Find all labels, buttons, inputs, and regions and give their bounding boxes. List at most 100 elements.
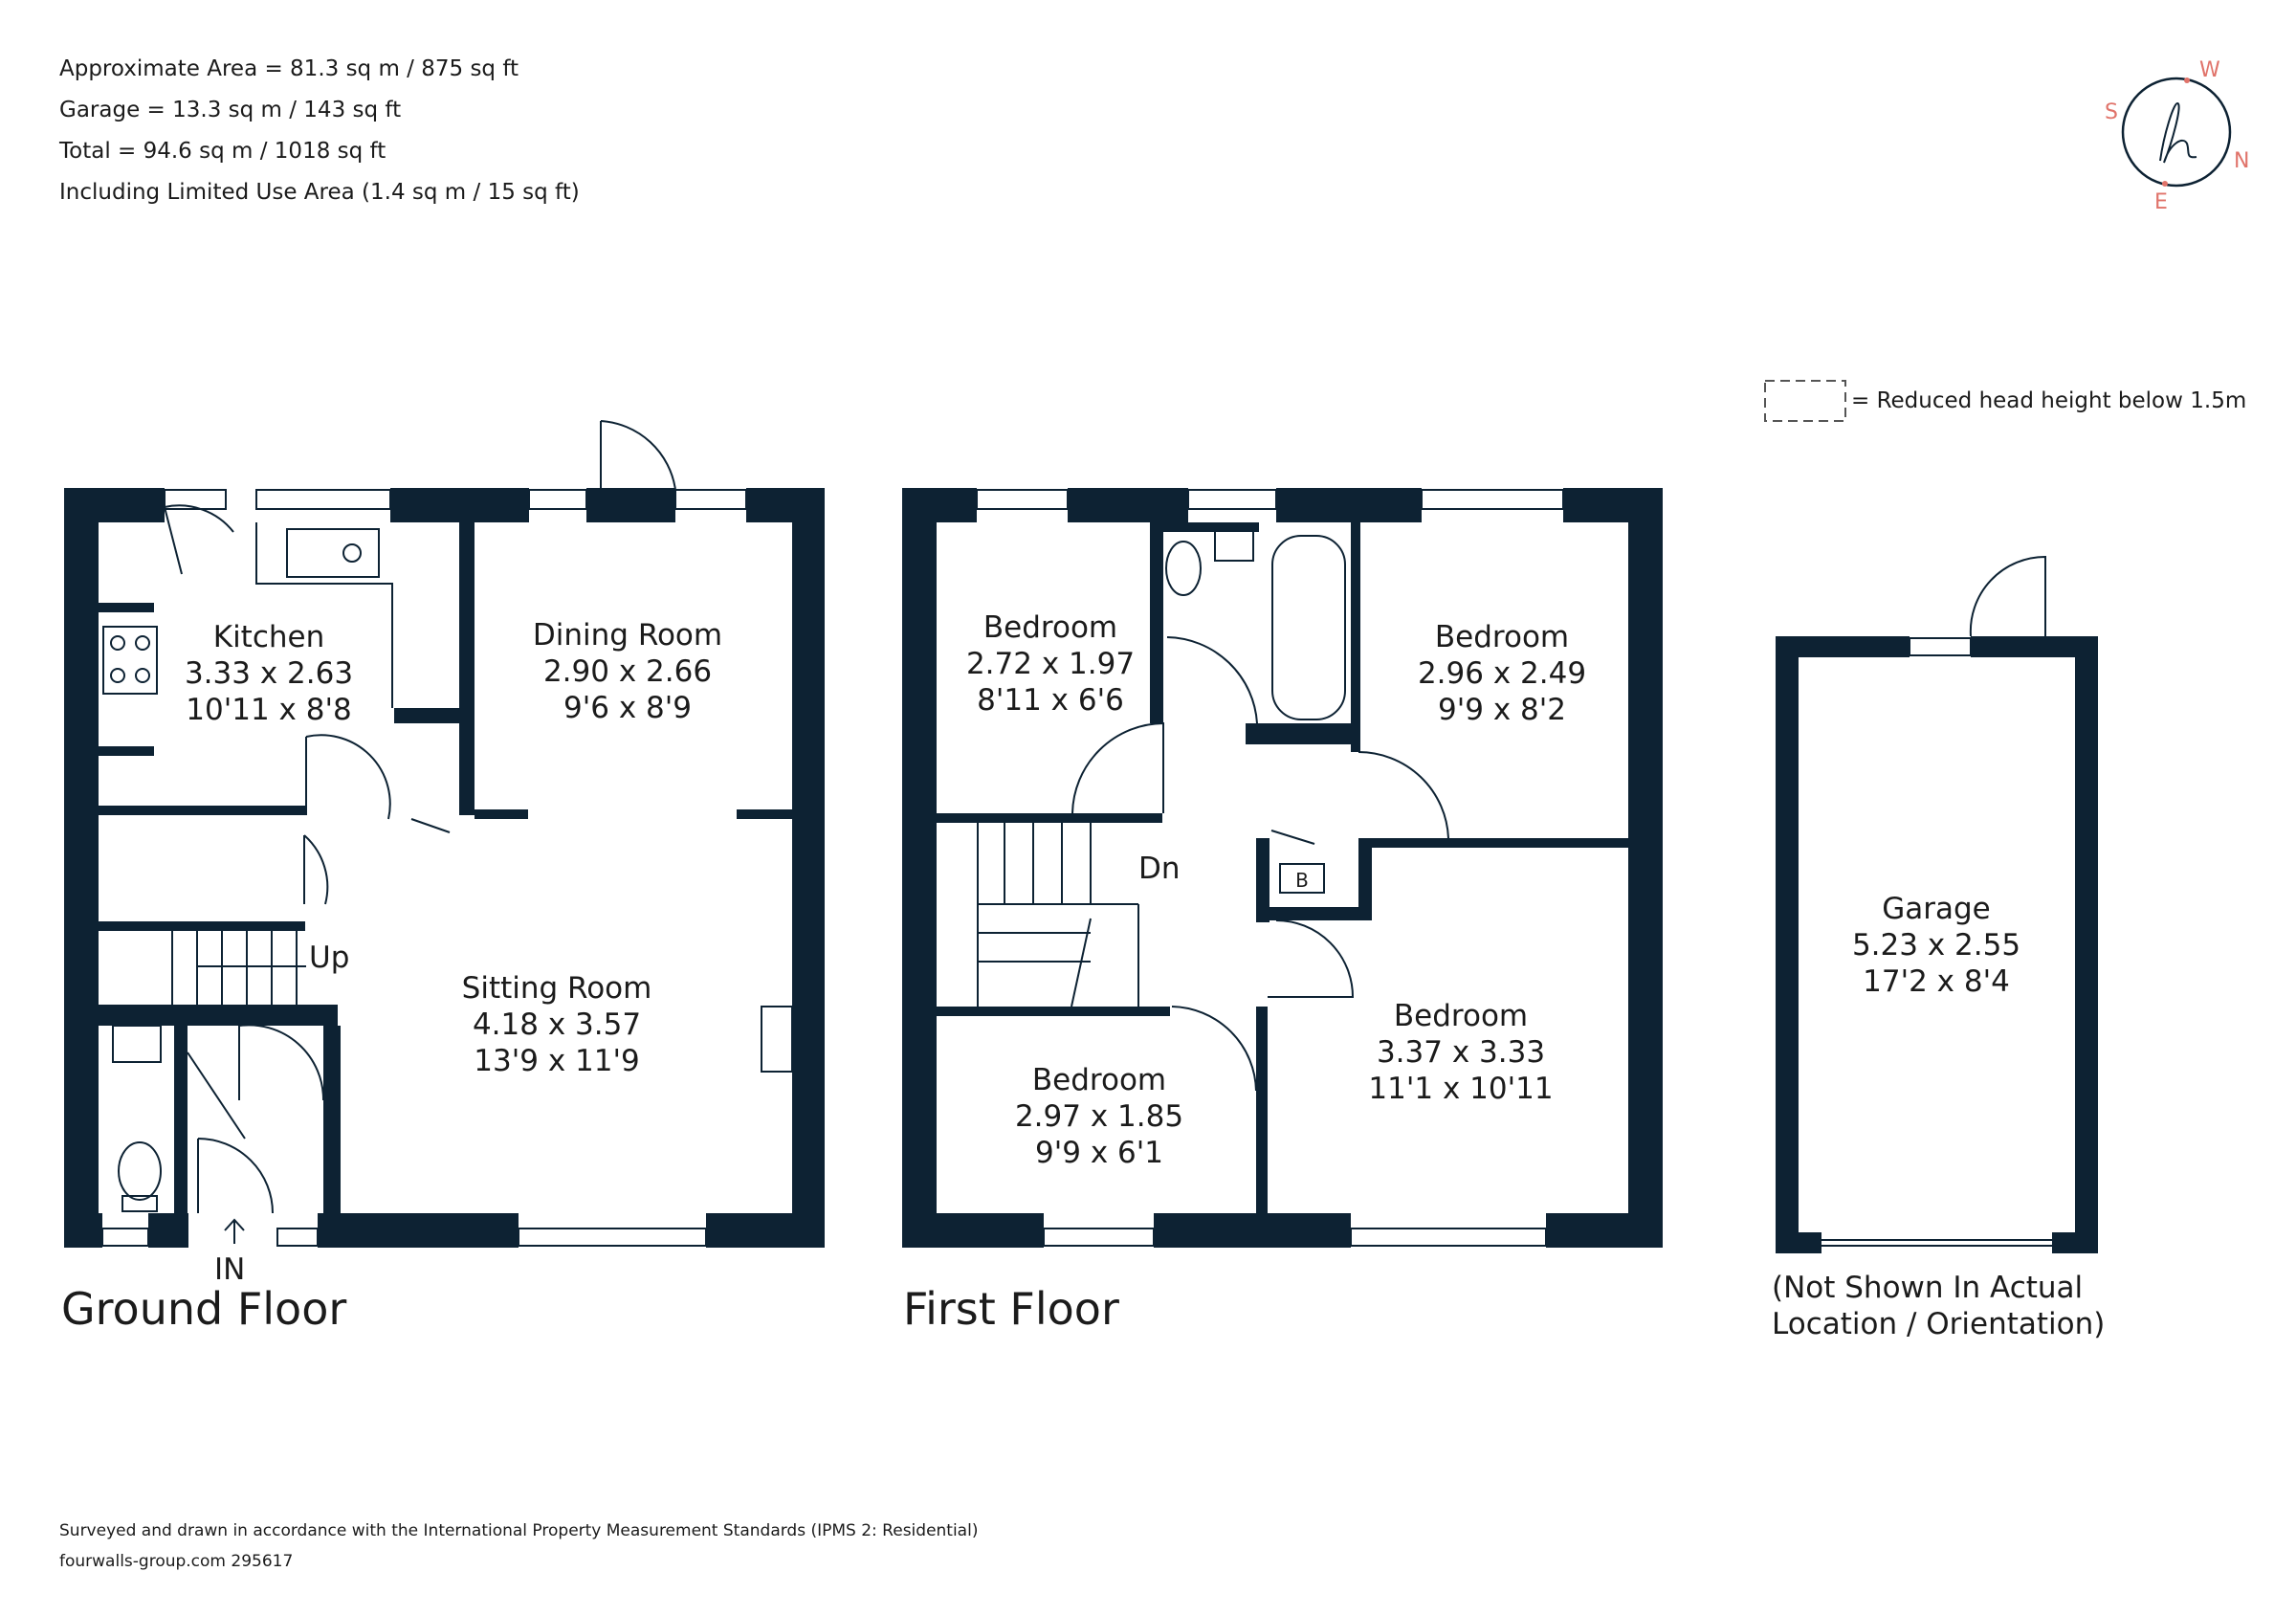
room-imperial: 13'9 x 11'9: [474, 1044, 639, 1078]
kitchen-hob: [102, 626, 158, 695]
ff-window-bed3: [1350, 1228, 1547, 1247]
boiler-box: [1279, 863, 1325, 894]
gf-wall-store-b: [99, 746, 154, 756]
gf-north-wall-b: [390, 488, 529, 522]
room-sitting: Sitting Room 4.18 x 3.57 13'9 x 11'9: [462, 971, 652, 1078]
room-bedroom-3: Bedroom 3.37 x 3.33 11'1 x 10'11: [1368, 999, 1553, 1106]
gf-staircase: [171, 931, 306, 1005]
compass-s-label: S: [2105, 100, 2118, 124]
compass-north-dot: [2184, 77, 2190, 83]
garage-note-line2: Location / Orientation): [1772, 1307, 2105, 1341]
ff-south-wall-c: [1546, 1213, 1663, 1248]
standards-note: Surveyed and drawn in accordance with th…: [59, 1521, 978, 1540]
gf-wall-store-a: [99, 603, 154, 612]
ff-north-wall-c: [1276, 488, 1422, 522]
ff-wall-bed1-east: [1150, 522, 1163, 723]
room-name: Bedroom: [1435, 620, 1569, 654]
garage-east-wall: [2075, 636, 2098, 1253]
compass-w-label: W: [2199, 58, 2220, 82]
bathtub: [1271, 535, 1346, 720]
hob-ring-3: [110, 668, 125, 683]
ff-window-bed2: [1421, 489, 1564, 510]
gf-window-kitchen: [255, 489, 391, 510]
gf-window-hall: [276, 1228, 319, 1247]
compass-e-label: E: [2154, 190, 2168, 214]
gf-south-wall-d: [706, 1213, 825, 1248]
gf-door-store-top: [164, 504, 234, 575]
ff-window-bath: [1187, 489, 1277, 510]
gf-door-cupboard: [410, 818, 451, 833]
room-bedroom-1: Bedroom 2.72 x 1.97 8'11 x 6'6: [966, 610, 1135, 718]
gf-window-dining-a: [528, 489, 587, 510]
ff-staircase: [977, 823, 1139, 1007]
gf-wall-stair-north: [99, 921, 305, 931]
hob-ring-1: [110, 635, 125, 651]
garage-plan: Garage 5.23 x 2.55 17'2 x 8'4 (Not Shown…: [1772, 555, 2105, 1341]
ff-door-bed1: [1071, 721, 1164, 814]
boiler-label: B: [1295, 869, 1309, 892]
reference-number: fourwalls-group.com 295617: [59, 1552, 293, 1571]
gf-wall-wc-east: [174, 1026, 188, 1213]
gf-entrance-door: [197, 1138, 274, 1214]
garage-south-wall-b: [2052, 1232, 2098, 1253]
compass-logo: W S N E: [2105, 58, 2249, 214]
compass-n-label: N: [2234, 149, 2249, 173]
room-name: Kitchen: [213, 620, 325, 654]
garage-south-wall-a: [1776, 1232, 1821, 1253]
gf-window-wc: [101, 1228, 149, 1247]
logo-script-glyph: [2159, 101, 2197, 164]
room-dining: Dining Room 2.90 x 2.66 9'6 x 8'9: [533, 618, 722, 725]
gf-wc-cistern: [121, 1195, 158, 1212]
gf-north-wall-c: [586, 488, 675, 522]
ff-door-bed4: [1171, 1006, 1257, 1092]
ff-wall-bath-south: [1246, 723, 1358, 744]
ff-west-wall: [902, 488, 937, 1248]
ff-wall-cupboard-east: [1358, 838, 1372, 920]
ff-window-bed1: [976, 489, 1069, 510]
garage-metric: 5.23 x 2.55: [1852, 928, 2020, 963]
ground-floor-plan: IN Up Kitchen 3.33 x 2.63 10'11 x 8'8 Di…: [61, 420, 825, 1335]
kitchen-worktop-outline: [255, 522, 393, 708]
entrance-arrow-icon: [224, 1218, 245, 1244]
compass-south-dot: [2162, 181, 2168, 187]
ff-wall-bath-top: [1163, 522, 1259, 532]
ff-wall-cupboard-west: [1256, 838, 1269, 922]
sitting-room-fireplace: [761, 1006, 793, 1073]
garage-imperial: 17'2 x 8'4: [1863, 964, 2010, 999]
gf-south-wall-c: [318, 1213, 519, 1248]
limited-use-area: Including Limited Use Area (1.4 sq m / 1…: [59, 180, 580, 205]
gf-wall-hall-east: [323, 1026, 341, 1213]
gf-wall-stair-south: [99, 1005, 338, 1026]
garage-name: Garage: [1882, 892, 1991, 926]
ff-north-wall-a: [902, 488, 977, 522]
garage-area: Garage = 13.3 sq m / 143 sq ft: [59, 98, 401, 122]
gf-door-understairs: [303, 834, 329, 905]
ff-wall-bed2-south: [1360, 838, 1628, 848]
gf-south-wall-a: [64, 1213, 102, 1248]
ff-north-wall-b: [1068, 488, 1188, 522]
ff-wall-cupboard-south: [1256, 907, 1371, 920]
room-imperial: 9'6 x 8'9: [563, 691, 692, 725]
room-imperial: 9'9 x 6'1: [1035, 1136, 1163, 1170]
approximate-area: Approximate Area = 81.3 sq m / 875 sq ft: [59, 56, 519, 81]
room-imperial: 8'11 x 6'6: [977, 683, 1124, 718]
gf-wall-dining-west: [459, 522, 475, 815]
room-metric: 2.96 x 2.49: [1418, 656, 1586, 691]
ff-wall-bed4-north: [937, 1007, 1170, 1016]
ff-south-wall-b: [1154, 1213, 1351, 1248]
room-metric: 2.72 x 1.97: [966, 647, 1135, 681]
gf-east-wall: [792, 488, 825, 1248]
ground-floor-title: Ground Floor: [61, 1283, 346, 1335]
compass-ring: [2121, 77, 2232, 188]
room-kitchen: Kitchen 3.33 x 2.63 10'11 x 8'8: [185, 620, 353, 727]
entrance-label: IN: [214, 1252, 245, 1287]
ff-door-bath: [1166, 636, 1258, 724]
gf-door-hall-sitting: [238, 1024, 325, 1101]
room-name: Bedroom: [1032, 1063, 1166, 1097]
ff-stairs-down-label: Dn: [1138, 852, 1181, 886]
room-name: Dining Room: [533, 618, 722, 653]
room-imperial: 11'1 x 10'11: [1368, 1072, 1553, 1106]
gf-window-wc-store: [164, 489, 227, 510]
kitchen-sink: [286, 528, 380, 578]
